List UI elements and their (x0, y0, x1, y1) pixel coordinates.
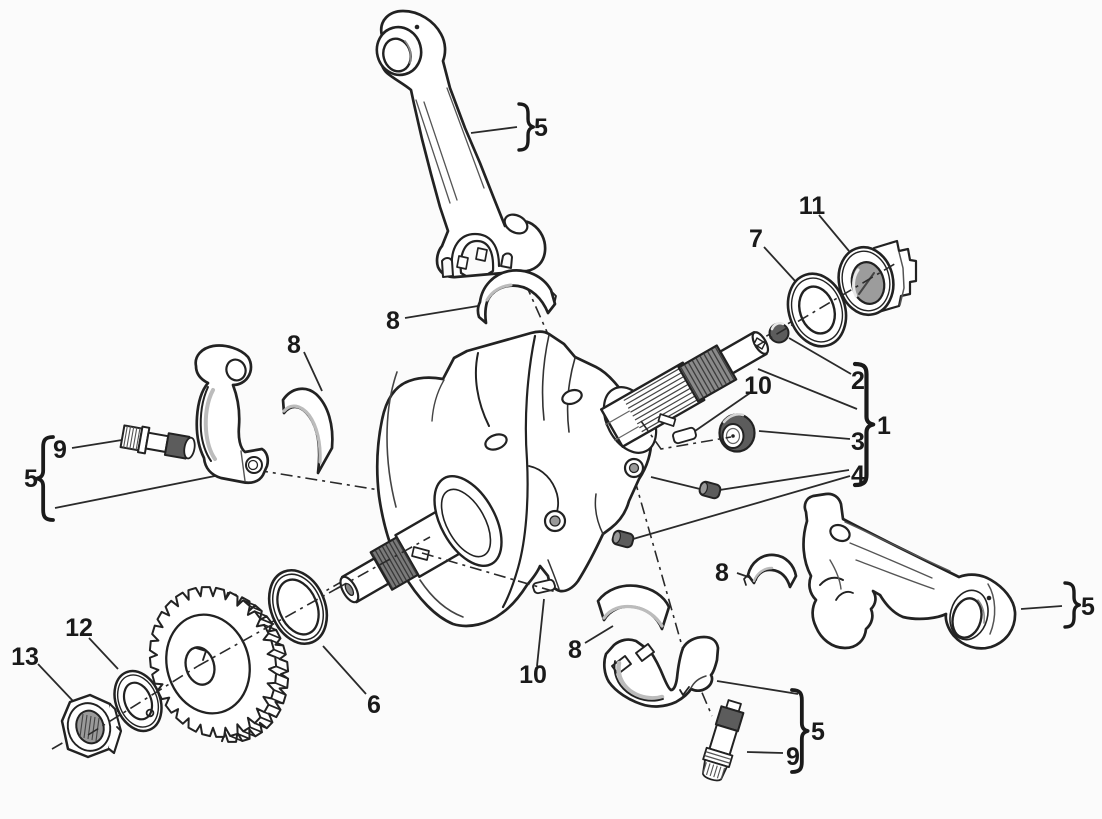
svg-text:5: 5 (811, 718, 825, 746)
svg-text:8: 8 (287, 331, 301, 359)
svg-text:1: 1 (877, 412, 891, 440)
svg-text:7: 7 (749, 225, 763, 253)
svg-text:5: 5 (24, 465, 38, 493)
svg-text:8: 8 (715, 559, 729, 587)
svg-text:9: 9 (53, 436, 67, 464)
svg-text:6: 6 (367, 691, 381, 719)
svg-text:2: 2 (851, 367, 865, 395)
svg-text:8: 8 (568, 636, 582, 664)
svg-text:5: 5 (1081, 593, 1095, 621)
svg-text:10: 10 (744, 372, 772, 400)
svg-text:13: 13 (11, 643, 39, 671)
svg-text:3: 3 (851, 428, 865, 456)
svg-text:5: 5 (534, 114, 548, 142)
svg-text:8: 8 (386, 307, 400, 335)
svg-text:4: 4 (851, 461, 865, 489)
svg-text:9: 9 (786, 743, 800, 771)
svg-text:10: 10 (519, 661, 547, 689)
svg-text:11: 11 (799, 192, 826, 220)
svg-text:12: 12 (65, 614, 93, 642)
